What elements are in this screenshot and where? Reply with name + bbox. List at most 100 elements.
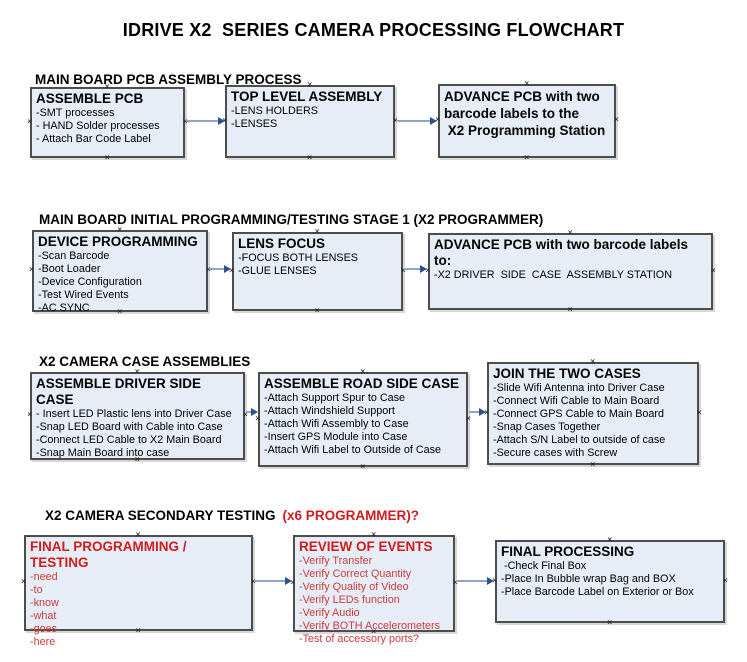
box-line: -Device Configuration xyxy=(38,276,142,288)
connection-point-icon: × xyxy=(360,462,366,472)
box-line: -AC SYNC xyxy=(38,302,90,314)
box-title: REVIEW OF EVENTS xyxy=(299,539,433,554)
flow-arrow xyxy=(209,265,231,273)
section-heading-note: (x6 PROGRAMMER)? xyxy=(282,508,420,523)
box-items: -Verify Transfer-Verify Correct Quantity… xyxy=(299,555,449,646)
box-items: - Insert LED Plastic lens into Driver Ca… xyxy=(36,408,239,460)
box-device-programming: DEVICE PROGRAMMING -Scan Barcode-Boot Lo… xyxy=(29,226,211,317)
box-items: -LENS HOLDERS-LENSES xyxy=(231,105,389,131)
box-title: LENS FOCUS xyxy=(238,236,326,251)
box-title: TOP LEVEL ASSEMBLY xyxy=(231,89,383,104)
box-line: -Verify LEDs function xyxy=(299,594,400,606)
box-line: -Insert GPS Module into Case xyxy=(264,431,408,443)
box-title: FINAL PROCESSING xyxy=(501,544,635,559)
box-line: -Place Barcode Label on Exterior or Box xyxy=(501,586,694,598)
box-title: DEVICE PROGRAMMING xyxy=(38,234,198,249)
connection-point-icon: × xyxy=(182,116,188,127)
box-line: -Attach Wifi Assembly to Case xyxy=(264,418,409,430)
connection-point-icon: × xyxy=(590,460,596,470)
connection-point-icon: × xyxy=(710,265,716,276)
box-items: -SMT processes- HAND Solder processes- A… xyxy=(36,107,179,146)
box-line: -Slide Wifi Antenna into Driver Case xyxy=(493,382,665,394)
box-items: -Slide Wifi Antenna into Driver Case-Con… xyxy=(493,382,693,460)
box-line: -Verify BOTH Accelerometers xyxy=(299,620,440,632)
box-line: - Attach Bar Code Label xyxy=(36,133,151,145)
connection-point-icon: × xyxy=(524,153,530,163)
box-line: -Check Final Box xyxy=(501,560,587,572)
box-line: -goes xyxy=(30,623,58,635)
box-line: -Attach Wifi Label to Outside of Case xyxy=(264,444,442,456)
box-line: -Scan Barcode xyxy=(38,250,110,262)
section-heading-text: X2 CAMERA SECONDARY TESTING xyxy=(45,508,276,523)
connection-point-icon: × xyxy=(567,305,573,315)
box-title: JOIN THE TWO CASES xyxy=(493,366,641,381)
box-line: -Connect Wifi Cable to Main Board xyxy=(493,395,660,407)
connection-point-icon: × xyxy=(307,153,313,163)
box-line: -Test Wired Events xyxy=(38,289,129,301)
box-line: -need xyxy=(30,571,58,583)
box-line: -GLUE LENSES xyxy=(238,265,317,277)
flow-arrow xyxy=(186,117,225,125)
box-line: - Insert LED Plastic lens into Driver Ca… xyxy=(36,408,232,420)
box-line: -X2 DRIVER SIDE CASE ASSEMBLY STATION xyxy=(434,269,672,281)
box-line: -Verify Transfer xyxy=(299,555,373,567)
box-title: ASSEMBLE DRIVER SIDE CASE xyxy=(36,376,205,407)
section-heading-pcb-assembly: MAIN BOARD PCB ASSEMBLY PROCESS xyxy=(20,57,302,102)
box-lens-focus: LENS FOCUS -FOCUS BOTH LENSES-GLUE LENSE… xyxy=(229,228,406,316)
box-line: X2 Programming Station xyxy=(444,123,606,138)
box-line: -here xyxy=(30,636,56,648)
box-line: -Attach Support Spur to Case xyxy=(264,392,406,404)
flow-arrow xyxy=(254,577,292,585)
box-title: ASSEMBLE ROAD SIDE CASE xyxy=(264,376,460,391)
box-line: -Verify Audio xyxy=(299,607,360,619)
connection-point-icon: × xyxy=(696,407,702,418)
section-heading-secondary-testing: X2 CAMERA SECONDARY TESTING (x6 PROGRAMME… xyxy=(30,493,419,538)
box-line: -Attach S/N Label to outside of case xyxy=(493,434,666,446)
box-line: -Snap Main Board into case xyxy=(36,447,170,459)
box-line: -to xyxy=(30,584,43,596)
flow-arrow xyxy=(404,265,427,273)
box-line: -Snap Cases Together xyxy=(493,421,601,433)
box-items: -Scan Barcode-Boot Loader-Device Configu… xyxy=(38,250,202,315)
connection-point-icon: × xyxy=(465,413,471,424)
section-heading-text: MAIN BOARD INITIAL PROGRAMMING/TESTING S… xyxy=(39,212,544,227)
connection-point-icon: × xyxy=(314,306,320,316)
box-assemble-pcb: ASSEMBLE PCB -SMT processes- HAND Solder… xyxy=(27,83,188,163)
box-assemble-driver-side-case: ASSEMBLE DRIVER SIDE CASE - Insert LED P… xyxy=(27,368,248,465)
connection-point-icon: × xyxy=(613,115,619,125)
box-line: -Place In Bubble wrap Bag and BOX xyxy=(501,573,676,585)
box-line: -what xyxy=(30,610,57,622)
flow-arrow xyxy=(396,117,437,125)
box-items: -X2 DRIVER SIDE CASE ASSEMBLY STATION xyxy=(434,269,707,282)
box-line: - HAND Solder processes xyxy=(36,120,160,132)
section-heading-case-assemblies: X2 CAMERA CASE ASSEMBLIES xyxy=(24,339,250,384)
box-items: -FOCUS BOTH LENSES-GLUE LENSES xyxy=(238,252,397,278)
box-line: barcode labels to the xyxy=(444,106,580,121)
section-heading-text: MAIN BOARD PCB ASSEMBLY PROCESS xyxy=(35,72,302,87)
section-heading-text: X2 CAMERA CASE ASSEMBLIES xyxy=(39,354,251,369)
box-items: -Attach Support Spur to Case-Attach Wind… xyxy=(264,392,462,457)
box-final-programming-testing: FINAL PROGRAMMING / TESTING -need-to-kno… xyxy=(21,531,256,649)
box-items: -Check Final Box-Place In Bubble wrap Ba… xyxy=(501,560,719,599)
connection-point-icon: × xyxy=(104,153,110,163)
connection-point-icon: × xyxy=(27,410,33,420)
box-line: -FOCUS BOTH LENSES xyxy=(238,252,358,264)
box-title: FINAL PROGRAMMING / TESTING xyxy=(30,539,191,570)
flow-arrow xyxy=(469,408,486,416)
box-title: ASSEMBLE PCB xyxy=(36,91,144,106)
connection-point-icon: × xyxy=(607,618,613,628)
box-line: -Verify Quality of Video xyxy=(299,581,409,593)
box-line: -Verify Correct Quantity xyxy=(299,568,412,580)
box-line: -Connect GPS Cable to Main Board xyxy=(493,408,665,420)
page-title: IDRIVE X2 SERIES CAMERA PROCESSING FLOWC… xyxy=(122,20,625,40)
box-title: ADVANCE PCB with two barcode labels to: xyxy=(434,237,692,268)
box-items: -need-to-know-what-goes-here xyxy=(30,571,247,649)
section-heading-initial-programming: MAIN BOARD INITIAL PROGRAMMING/TESTING S… xyxy=(24,197,543,242)
box-advance-pcb-to-assembly-station: ADVANCE PCB with two barcode labels to: … xyxy=(425,229,716,315)
connection-point-icon: × xyxy=(29,265,35,275)
connection-point-icon: × xyxy=(722,575,728,586)
box-review-of-events: REVIEW OF EVENTS -Verify Transfer-Verify… xyxy=(290,531,458,646)
box-line: -LENSES xyxy=(231,118,278,130)
